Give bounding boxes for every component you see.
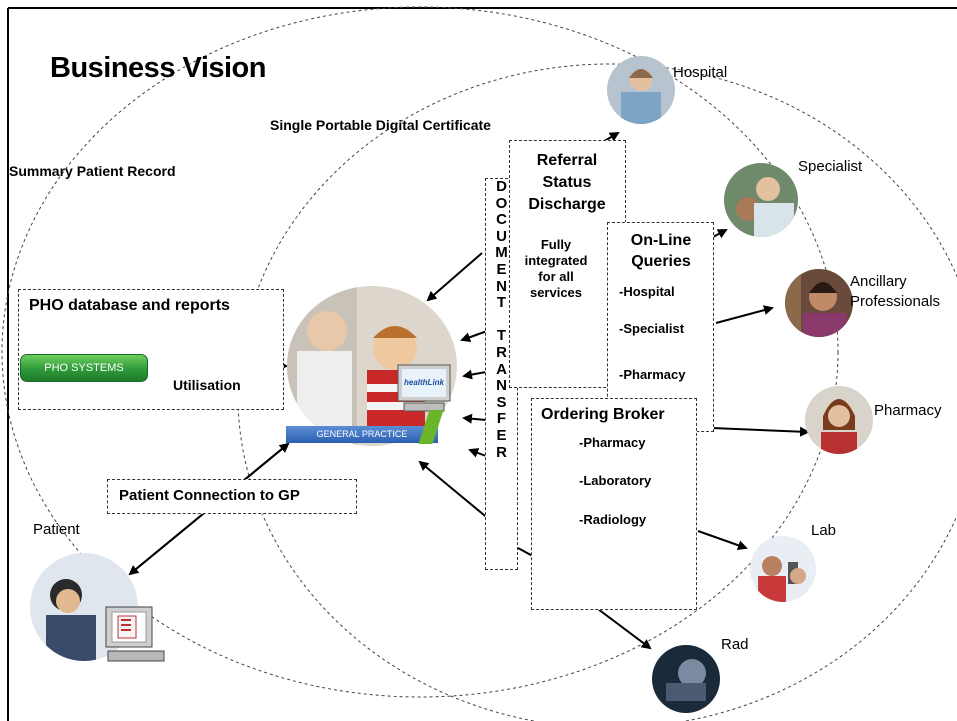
document-transfer-letter: N [496,377,507,395]
document-transfer-letter: F [496,410,507,428]
arrow-to-gp-6 [418,460,491,521]
patient-label: Patient [33,521,80,538]
pharmacy-image [805,386,873,454]
online-queries-title: On-Line Queries [612,230,710,272]
document-transfer-letter: O [495,194,508,212]
ordering-broker-box [531,398,697,610]
document-transfer-letter: N [496,277,507,295]
pho-database-box [18,289,284,410]
online-queries-line-1: On-Line [630,232,692,249]
patient-computer [104,605,166,665]
online-query-item-specialist: -Specialist [619,321,685,336]
ancillary-label-line-1: Ancillary [850,273,907,290]
arrow-to-gp-5 [468,448,487,458]
referral-line-3: Discharge [528,196,606,213]
arrow-to-pharmacy [711,426,810,437]
online-query-item-pharmacy: -Pharmacy [619,367,686,382]
referral-sub-3: for all [538,269,574,284]
ancillary-label: Ancillary Professionals [850,272,940,312]
document-transfer-letter: D [496,178,507,195]
general-practice-bar: GENERAL PRACTICE [286,426,438,443]
arrow-to-ancillary [715,305,774,324]
document-transfer-letter: R [496,443,507,461]
document-transfer-letter: E [496,260,507,278]
healthlink-logo: healthLink [404,378,445,387]
pho-database-label: PHO database and reports [29,297,230,314]
patient-connection-label: Patient Connection to GP [119,487,300,504]
arrow-to-gp-1 [426,252,483,302]
lab-label: Lab [811,522,837,539]
certificate-label: Single Portable Digital Certificate [270,117,491,133]
document-transfer-letter: S [496,393,507,411]
ordering-item-laboratory: -Laboratory [579,473,652,488]
hospital-image [607,56,675,124]
summary-record-label: Summary Patient Record [9,163,176,179]
online-queries-box [607,222,714,432]
document-transfer-letter: R [496,343,507,361]
ancillary-label-line-2: Professionals [850,293,941,310]
ordering-item-radiology: -Radiology [579,512,647,527]
rad-image [652,645,720,713]
pho-systems-bar: PHO SYSTEMS [20,354,148,382]
referral-sub-2: integrated [524,253,588,268]
referral-line-2: Status [542,174,592,191]
document-transfer-letter: T [496,294,507,312]
ordering-item-pharmacy: -Pharmacy [579,435,646,450]
arrow-to-lab [697,530,748,551]
document-transfer-letter: E [496,426,507,444]
referral-sub-1: Fully [540,237,572,252]
specialist-image [724,163,798,237]
arrow-to-gp-4 [462,413,487,424]
pharmacy-label: Pharmacy [874,402,942,419]
arrow-to-rad [597,608,652,650]
gp-computer [396,363,452,413]
patient-connection-box [107,479,357,514]
online-queries-line-2: Queries [631,253,691,270]
pho-systems-label: PHO SYSTEMS [44,362,124,374]
general-practice-label: GENERAL PRACTICE [316,429,408,439]
ordering-broker-title: Ordering Broker [541,406,665,423]
online-query-item-hospital: -Hospital [619,284,675,299]
referral-title: Referral Status Discharge [512,150,622,216]
document-transfer-letter: U [496,227,507,245]
referral-subtext: Fully integrated for all services [518,237,594,301]
lab-image [750,536,816,602]
document-transfer-letter: T [496,327,507,345]
referral-sub-4: services [529,285,583,300]
ancillary-image [785,269,853,337]
page-title: Business Vision [50,52,267,84]
utilisation-label: Utilisation [173,377,241,393]
arrow-to-gp-3 [462,369,487,380]
specialist-label: Specialist [798,158,863,175]
hospital-label: Hospital [673,64,728,81]
document-transfer-letter: C [496,211,507,229]
referral-line-1: Referral [536,152,598,169]
document-transfer-letter: A [496,360,507,378]
outer-ellipse [1,6,839,698]
document-transfer-letter: M [495,244,508,262]
referral-box [509,140,626,388]
rad-label: Rad [721,636,749,653]
